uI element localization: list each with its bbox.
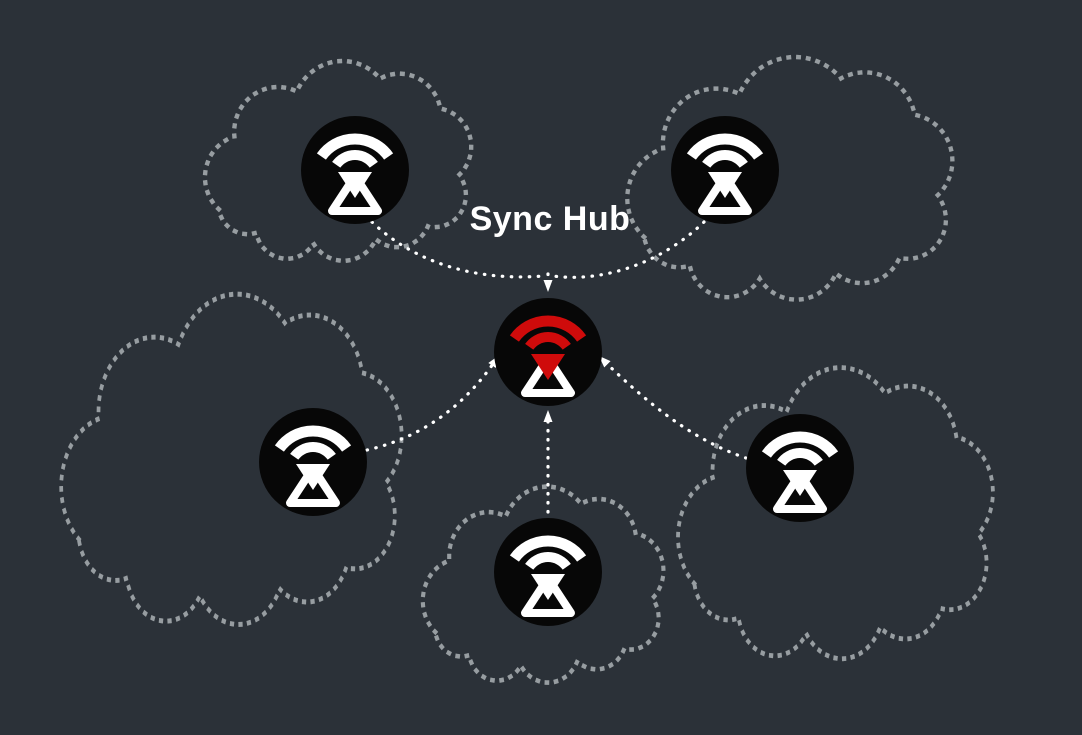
sync-signal-icon xyxy=(494,298,602,406)
peer-node-right xyxy=(746,414,854,522)
cloud-outline-right xyxy=(678,368,993,659)
diagram-title: Sync Hub xyxy=(469,200,631,238)
peer-node-bottom xyxy=(494,518,602,626)
arrow-top-left-to-hub xyxy=(370,220,545,279)
sync-signal-icon xyxy=(259,408,367,516)
arrow-right-to-hub xyxy=(598,355,748,460)
sync-signal-icon xyxy=(494,518,602,626)
sync-signal-icon xyxy=(746,414,854,522)
peer-node-top-right xyxy=(671,116,779,224)
arrow-top-right-to-hub xyxy=(551,220,706,279)
sync-arrows xyxy=(365,220,748,514)
peer-node-left xyxy=(259,408,367,516)
hub-node xyxy=(494,298,602,406)
arrow-left-to-hub xyxy=(365,355,499,452)
sync-signal-icon xyxy=(301,116,409,224)
peer-node-top-left xyxy=(301,116,409,224)
sync-signal-icon xyxy=(671,116,779,224)
